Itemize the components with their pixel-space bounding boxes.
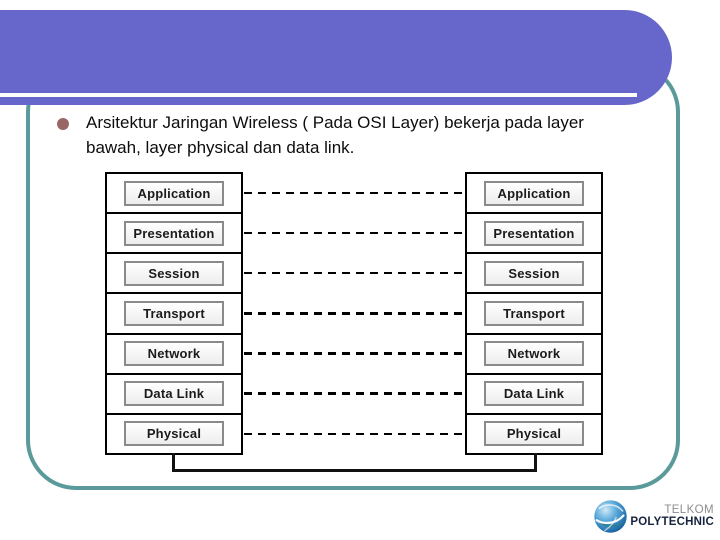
logo-telkom-label: TELKOM (664, 504, 714, 516)
logo: TELKOM POLYTECHNIC (588, 496, 716, 538)
osi-layer-label: Data Link (124, 381, 224, 407)
logo-polytechnic-label: POLYTECHNIC (630, 516, 714, 529)
bullet-dot-icon (57, 118, 69, 130)
osi-layer-row: Transport (467, 294, 601, 335)
osi-layer-label: Application (484, 180, 584, 206)
osi-layer-label: Transport (124, 300, 224, 326)
header-divider-line (0, 93, 637, 97)
osi-layer-row: Network (467, 335, 601, 375)
osi-layer-row: Transport (107, 294, 241, 335)
dashed-connector-physical (244, 433, 464, 435)
osi-layer-label: Network (484, 341, 584, 367)
osi-layer-label: Data Link (484, 381, 584, 407)
osi-layer-label: Transport (484, 300, 584, 326)
osi-layer-row: Session (467, 254, 601, 295)
osi-layer-row: Application (107, 174, 241, 215)
bullet-text: Arsitektur Jaringan Wireless ( Pada OSI … (86, 113, 584, 157)
dashed-connector-presentation (244, 232, 464, 234)
bottom-connector-line (172, 453, 537, 472)
osi-layer-label: Session (484, 260, 584, 286)
osi-layer-row: Presentation (467, 214, 601, 255)
osi-layer-label: Physical (484, 421, 584, 447)
dashed-connector-application (244, 192, 464, 194)
globe-swirl-icon (594, 500, 627, 533)
osi-layer-label: Network (124, 341, 224, 367)
osi-layer-row: Application (467, 174, 601, 215)
osi-layer-row: Network (107, 335, 241, 375)
dashed-connector-network (244, 352, 464, 355)
osi-layer-row: Presentation (107, 214, 241, 255)
logo-text: TELKOM POLYTECHNIC (630, 504, 714, 528)
osi-layer-row: Session (107, 254, 241, 295)
osi-stack-left: Application Presentation Session Transpo… (105, 172, 243, 455)
osi-layer-label: Application (124, 180, 224, 206)
dashed-connector-datalink (244, 392, 464, 395)
osi-layer-label: Presentation (484, 220, 584, 246)
dashed-connector-session (244, 272, 464, 274)
osi-stack-right: Application Presentation Session Transpo… (465, 172, 603, 455)
dashed-connector-transport (244, 312, 464, 315)
osi-layer-row: Physical (107, 415, 241, 453)
osi-layer-label: Session (124, 260, 224, 286)
osi-layer-row: Physical (467, 415, 601, 453)
header-bar (0, 10, 672, 105)
osi-layer-row: Data Link (467, 375, 601, 415)
osi-layer-row: Data Link (107, 375, 241, 415)
osi-layer-label: Presentation (124, 220, 224, 246)
osi-layer-label: Physical (124, 421, 224, 447)
